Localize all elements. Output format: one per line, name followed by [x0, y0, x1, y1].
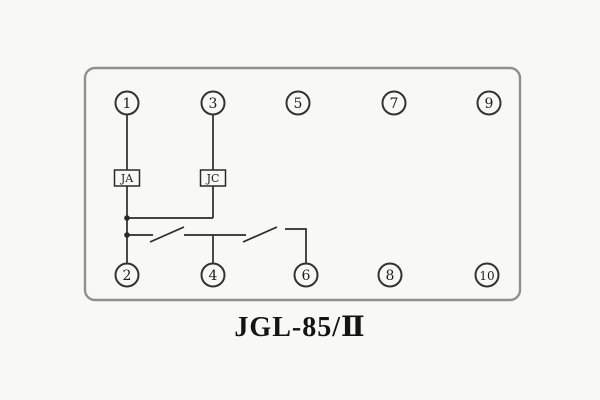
terminal-row-bottom: 2 4 6 8 10: [114, 262, 500, 288]
terminal-8-circle: [377, 262, 403, 288]
terminal-2-number: 2: [123, 268, 132, 284]
terminal-7: 7: [381, 90, 407, 116]
terminal-9-number: 9: [485, 96, 494, 112]
coil-ja-label: JA: [120, 172, 134, 185]
terminal-8: 8: [377, 262, 403, 288]
terminal-1-circle: [114, 90, 140, 116]
terminal-row-top: 1 3 5 7 9: [114, 90, 502, 116]
contact-blade-1: [149, 226, 185, 243]
terminal-5: 5: [285, 90, 311, 116]
terminal-9: 9: [476, 90, 502, 116]
relay-outline: [83, 66, 522, 302]
junction-dot-upper: [124, 215, 130, 221]
coil-jc-box: [199, 169, 227, 187]
terminal-2-circle: [114, 262, 140, 288]
junction-dot-lower: [124, 232, 130, 238]
terminal-5-circle: [285, 90, 311, 116]
coil-ja-box: [113, 169, 141, 187]
terminal-4: 4: [200, 262, 226, 288]
model-caption: JGL-85/Ⅱ: [234, 312, 366, 343]
coil-ja: JA: [113, 169, 141, 187]
contact-blade-2: [242, 226, 278, 243]
terminal-10: 10: [474, 262, 500, 288]
terminal-6: 6: [293, 262, 319, 288]
terminal-3: 3: [200, 90, 226, 116]
terminal-7-circle: [381, 90, 407, 116]
terminal-8-number: 8: [386, 268, 395, 284]
terminal-2: 2: [114, 262, 140, 288]
wiring: [126, 114, 307, 264]
terminal-4-circle: [200, 262, 226, 288]
coil-jc-label: JC: [206, 172, 220, 185]
terminal-7-number: 7: [390, 96, 399, 112]
coil-jc: JC: [199, 169, 227, 187]
terminal-3-circle: [200, 90, 226, 116]
terminal-9-circle: [476, 90, 502, 116]
terminal-10-circle: [474, 262, 500, 288]
terminal-1-number: 1: [123, 96, 132, 112]
terminal-6-number: 6: [302, 268, 311, 284]
wire-fixed-contact-terminal6: [285, 228, 307, 264]
terminal-10-number: 10: [479, 269, 494, 283]
terminal-4-number: 4: [209, 268, 218, 284]
terminal-5-number: 5: [294, 96, 303, 112]
terminal-6-circle: [293, 262, 319, 288]
terminal-3-number: 3: [209, 96, 218, 112]
terminal-1: 1: [114, 90, 140, 116]
